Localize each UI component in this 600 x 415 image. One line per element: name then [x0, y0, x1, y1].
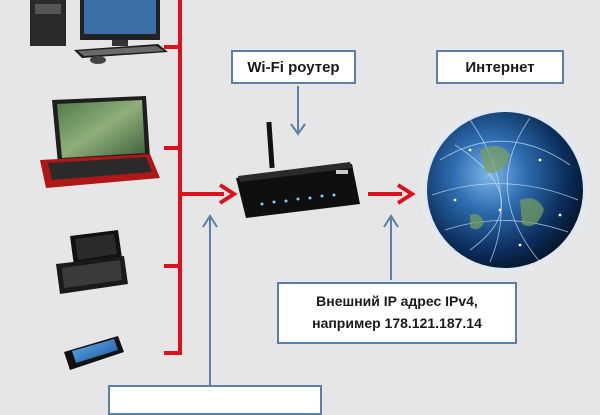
desktop-computer-icon — [30, 0, 168, 64]
device-connection-lines — [164, 0, 182, 355]
internet-label-text: Интернет — [465, 58, 535, 76]
laptop-icon — [40, 96, 160, 188]
router-label: Wi-Fi роутер — [231, 50, 356, 84]
external-ip-line-1: Внешний IP адрес IPv4, — [316, 293, 478, 310]
smartphone-icon — [64, 336, 124, 370]
internal-ip-label — [108, 385, 322, 415]
router-label-text: Wi-Fi роутер — [247, 58, 340, 76]
red-arrow-to-router — [182, 183, 238, 205]
internal-ip-arrow — [202, 214, 218, 385]
smartphone-keyboard-icon — [56, 230, 128, 294]
router-label-arrow — [290, 86, 306, 136]
internet-label: Интернет — [436, 50, 564, 84]
red-arrow-to-internet — [368, 183, 416, 205]
external-ip-arrow — [383, 214, 399, 280]
globe-internet-icon — [419, 104, 591, 276]
router-icon — [236, 121, 360, 218]
network-diagram — [30, 0, 591, 385]
external-ip-label: Внешний IP адрес IPv4, например 178.121.… — [277, 282, 517, 344]
external-ip-line-2: например 178.121.187.14 — [312, 315, 482, 331]
